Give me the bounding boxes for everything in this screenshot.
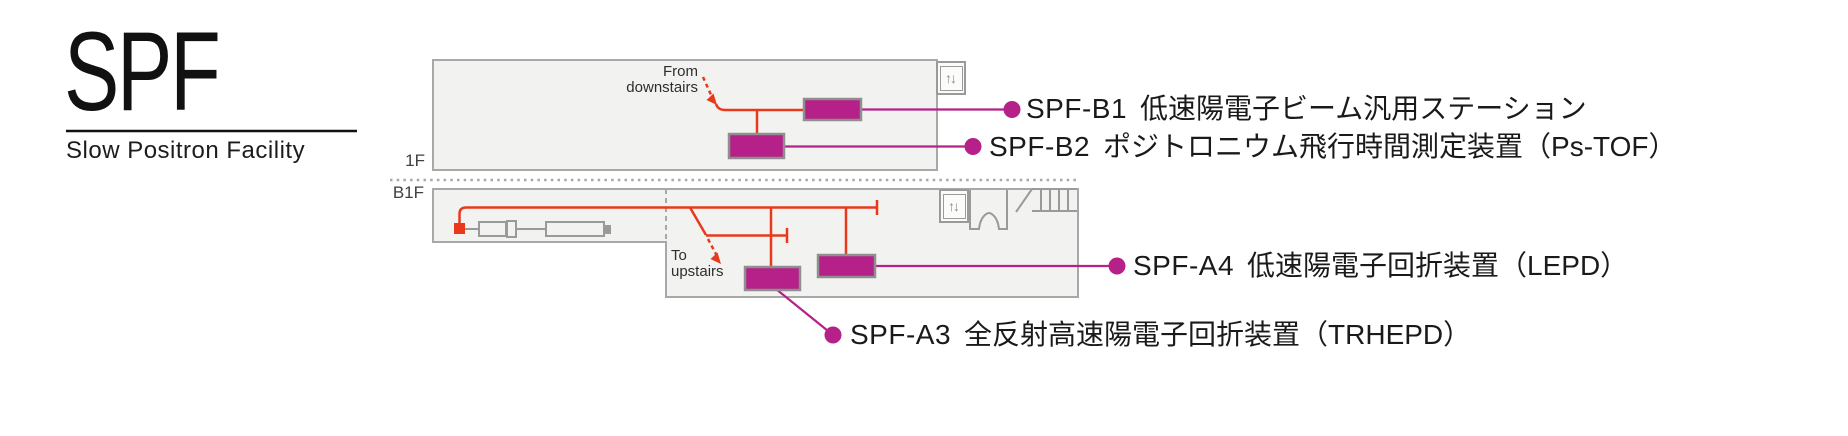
stairs-icon: [1015, 188, 1077, 213]
annotation-line: downstairs: [626, 79, 698, 96]
station-label-spf-b1: SPF-B1 低速陽電子ビーム汎用ステーション: [1026, 93, 1587, 125]
connector-spf-a3: [775, 288, 834, 336]
from-downstairs-annotation: From downstairs: [558, 64, 698, 96]
station-name: 低速陽電子ビーム汎用ステーション: [1140, 93, 1587, 124]
station-box-spf-b1: [802, 97, 863, 122]
bullet-spf-a4: [1108, 257, 1126, 275]
station-box-spf-a4: [816, 253, 877, 279]
station-code: SPF-B2: [989, 131, 1091, 162]
room-b1f: [432, 188, 1079, 298]
station-code: SPF-A3: [850, 319, 952, 350]
beam-source-marker: [454, 223, 465, 234]
arrowhead-icon: [706, 93, 717, 105]
station-label-spf-b2: SPF-B2 ポジトロニウム飛行時間測定装置（Ps-TOF）: [989, 131, 1677, 163]
facility-subtitle: Slow Positron Facility: [66, 137, 306, 164]
from-downstairs-dashed-arrow: [701, 76, 714, 98]
station-code: SPF-B1: [1026, 93, 1128, 124]
station-name: ポジトロニウム飛行時間測定装置（Ps-TOF）: [1103, 131, 1677, 162]
annotation-line: upstairs: [671, 263, 724, 280]
beamline-1f: [701, 76, 804, 134]
beamline-b1f-diagonal: [688, 206, 708, 236]
to-upstairs-dashed-arrow: [706, 238, 719, 257]
linac-endcap-icon: [604, 225, 611, 234]
beamline-b1f-main: [458, 206, 877, 224]
linac-structure: [464, 220, 611, 238]
elevator-icon: ↑↓: [936, 61, 966, 95]
station-label-spf-a3: SPF-A3 全反射高速陽電子回折装置（TRHEPD）: [850, 319, 1471, 351]
station-connectors: [775, 108, 1117, 336]
floor-label-b1f: B1F: [392, 183, 424, 202]
beamline-1f-main: [714, 103, 804, 112]
to-upstairs-annotation: To upstairs: [671, 248, 724, 280]
station-boxes: [727, 97, 877, 292]
elevator-arrows-icon: ↑↓: [939, 65, 963, 91]
door-icon: [969, 190, 1008, 230]
arrowhead-icon: [710, 252, 721, 264]
station-bullets: [824, 101, 1126, 344]
station-box-spf-b2: [727, 132, 786, 160]
annotation-line: To: [671, 247, 687, 264]
station-box-spf-a3: [743, 265, 802, 292]
station-code: SPF-A4: [1133, 250, 1235, 281]
elevator-icon: ↑↓: [939, 189, 969, 223]
station-label-spf-a4: SPF-A4 低速陽電子回折装置（LEPD）: [1133, 250, 1628, 282]
floor-label-1f: 1F: [405, 151, 425, 170]
bullet-spf-b2: [964, 138, 982, 155]
beamline-b1f: [454, 200, 879, 267]
station-name: 低速陽電子回折装置（LEPD）: [1247, 250, 1629, 281]
station-name: 全反射高速陽電子回折装置（TRHEPD）: [964, 319, 1472, 350]
bullet-spf-a3: [824, 326, 842, 344]
elevator-arrows-icon: ↑↓: [942, 193, 966, 219]
annotation-line: From: [663, 63, 698, 80]
bullet-spf-b1: [1003, 101, 1021, 118]
linac-section-icon: [478, 221, 507, 237]
linac-section-icon: [545, 221, 605, 237]
facility-acronym-title: SPF: [64, 9, 221, 134]
linac-section-icon: [506, 220, 517, 238]
